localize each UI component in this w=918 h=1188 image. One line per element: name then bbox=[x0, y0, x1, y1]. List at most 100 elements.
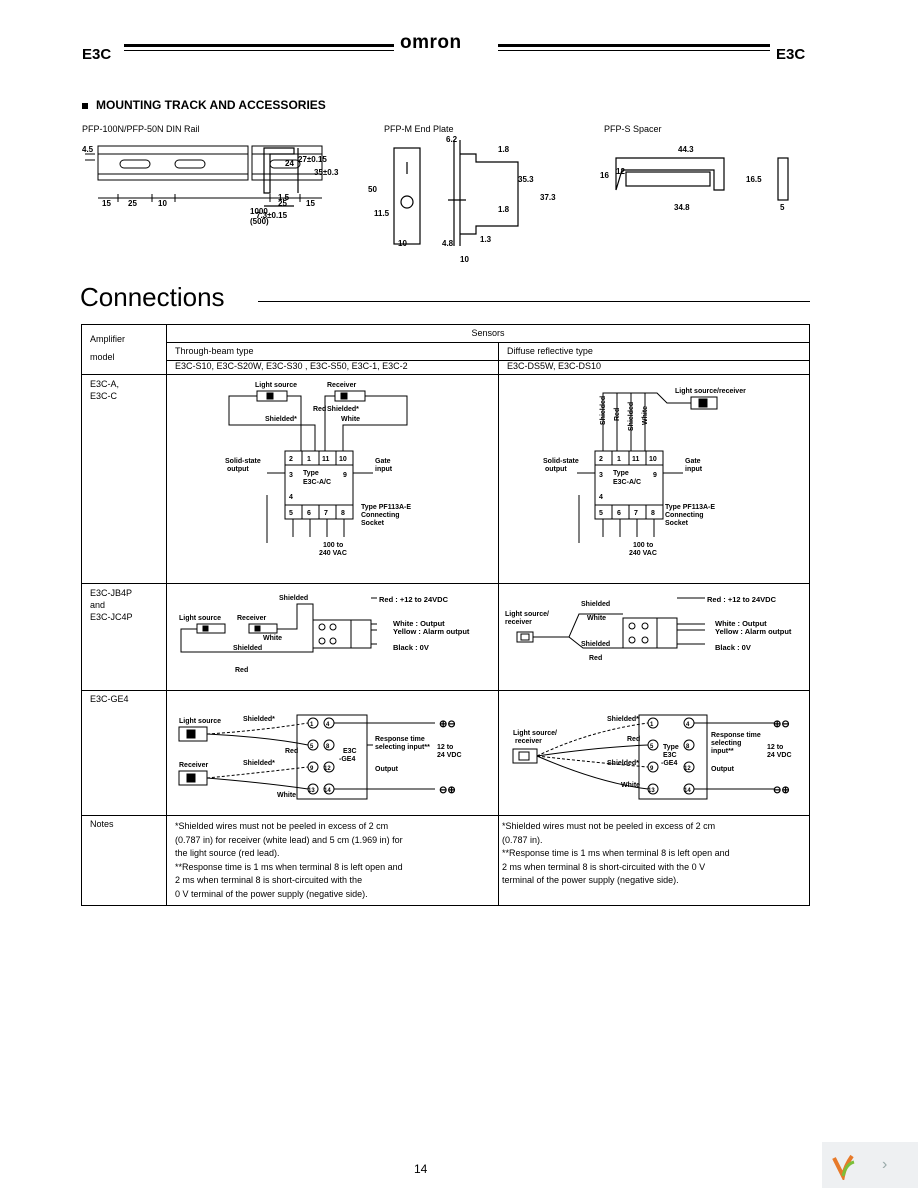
spacer-dim-5: 5 bbox=[780, 203, 785, 212]
ge-shielded-bottom: Shielded* bbox=[243, 760, 275, 767]
ged-resp-line2: selecting bbox=[711, 740, 741, 747]
jbd-white-label: White bbox=[587, 615, 606, 622]
model-ac-line1: E3C-A, bbox=[90, 379, 120, 389]
header-right-code: E3C bbox=[776, 46, 806, 63]
profile-dim-1-5: 1.5 bbox=[278, 193, 290, 202]
ac-term-2: 2 bbox=[289, 456, 293, 463]
ac-term-10: 10 bbox=[339, 456, 347, 463]
diagram-jb-through: Light source Receiver Shielded White Shi… bbox=[166, 583, 499, 691]
spacer-drawing: 44.3 16 12 34.8 16.5 5 bbox=[600, 145, 789, 212]
ged-model-line1: Type bbox=[663, 744, 679, 751]
rail-dim-7: 1000 bbox=[250, 207, 268, 216]
ged-term-9: 9 bbox=[650, 766, 654, 772]
ge-volt-line1: 12 to bbox=[437, 744, 453, 751]
amplifier-header-line1: Amplifier bbox=[90, 334, 126, 344]
ged-plusminus-top: ⊕⊖ bbox=[773, 719, 790, 730]
omron-logo: omron bbox=[400, 32, 462, 53]
ge-term-12: 12 bbox=[324, 766, 331, 772]
ge-resp-line1: Response time bbox=[375, 736, 425, 743]
jb-red-label: Red bbox=[235, 667, 248, 674]
ac-input-label: input bbox=[375, 466, 393, 473]
ge-term-8: 8 bbox=[326, 744, 330, 750]
profile-dim-35: 35±0.3 bbox=[314, 168, 339, 177]
profile-dim-24: 24 bbox=[285, 159, 294, 168]
mounting-section-title: MOUNTING TRACK AND ACCESSORIES bbox=[82, 98, 326, 112]
endplate-dim-10b: 10 bbox=[460, 255, 469, 264]
notes-label: Notes bbox=[90, 819, 114, 829]
ac-socket-line2: Connecting bbox=[361, 512, 400, 519]
through-beam-models: E3C-S10, E3C-S20W, E3C-S30 , E3C-S50, E3… bbox=[166, 360, 499, 375]
profile-dim-7-3: 7.3±0.15 bbox=[256, 211, 288, 220]
header-rule-left-thin bbox=[124, 50, 394, 51]
ac-red-label: Red bbox=[313, 406, 326, 413]
jbd-red-label: Red bbox=[589, 655, 602, 662]
rail-dim-2: 15 bbox=[102, 199, 111, 208]
jb-lightsource-label: Light source bbox=[179, 615, 221, 622]
page-number: 14 bbox=[414, 1162, 428, 1176]
endplate-dim-1-3: 1.3 bbox=[480, 235, 492, 244]
endplate-dim-1-8b: 1.8 bbox=[498, 205, 510, 214]
jbd-out-white: White : Output bbox=[715, 619, 767, 628]
note-diffuse-line3: **Response time is 1 ms when terminal 8 … bbox=[502, 848, 730, 858]
acd-term-9: 9 bbox=[653, 472, 657, 479]
ac-term-8: 8 bbox=[341, 510, 345, 517]
ged-output-label: Output bbox=[711, 766, 735, 773]
endplate-dim-37-3: 37.3 bbox=[540, 193, 556, 202]
model-cell-jb: E3C-JB4P and E3C-JC4P bbox=[81, 583, 167, 691]
ged-resp-line3: input** bbox=[711, 748, 734, 755]
ac-term-5: 5 bbox=[289, 510, 293, 517]
model-ac-line2: E3C-C bbox=[90, 391, 118, 401]
ac-output-label: output bbox=[227, 466, 249, 473]
acd-solidstate-label: Solid-state bbox=[543, 458, 579, 465]
ge-red-label: Red bbox=[285, 748, 298, 755]
note-through-line4: **Response time is 1 ms when terminal 8 … bbox=[175, 861, 403, 872]
note-through-line1: *Shielded wires must not be peeled in ex… bbox=[175, 821, 389, 831]
ge-term-1: 1 bbox=[310, 722, 314, 728]
rail-dim-3: 25 bbox=[128, 199, 137, 208]
ge-term-14: 14 bbox=[324, 788, 331, 794]
spacer-dim-16-5: 16.5 bbox=[746, 175, 762, 184]
ged-white-label: White bbox=[621, 782, 640, 789]
notes-diffuse-cell: *Shielded wires must not be peeled in ex… bbox=[498, 815, 810, 906]
next-page-chevron-icon[interactable]: › bbox=[882, 1156, 888, 1173]
bullet-square-icon bbox=[82, 102, 88, 109]
jbd-lsr-line1: Light source/ bbox=[505, 611, 549, 618]
acd-term-4: 4 bbox=[599, 494, 603, 501]
jb-out-yellow: Yellow : Alarm output bbox=[393, 627, 470, 636]
jbd-out-yellow: Yellow : Alarm output bbox=[715, 627, 792, 636]
jbd-lsr-line2: receiver bbox=[505, 619, 532, 626]
endplate-dim-11-5: 11.5 bbox=[374, 209, 390, 218]
note-diffuse-line4: 2 ms when terminal 8 is short-circuited … bbox=[502, 861, 706, 872]
jb-shielded-bottom: Shielded bbox=[233, 645, 262, 652]
acd-type-label: Type bbox=[613, 470, 629, 477]
diagram-ac-through: Light source Receiver Red Shielded* Shie… bbox=[166, 374, 499, 584]
spacer-dim-12: 12 bbox=[616, 167, 625, 176]
acd-power-line1: 100 to bbox=[633, 542, 653, 549]
jb-shielded-top: Shielded bbox=[279, 595, 308, 602]
acd-term-7: 7 bbox=[634, 510, 638, 517]
model-jb-line1: E3C-JB4P bbox=[90, 588, 133, 598]
acd-type-model: E3C-A/C bbox=[613, 479, 641, 486]
diffuse-header: Diffuse reflective type bbox=[498, 342, 810, 361]
acd-term-10: 10 bbox=[649, 456, 657, 463]
header-rule-left-thick bbox=[124, 44, 394, 47]
ge-shielded-top: Shielded* bbox=[243, 716, 275, 723]
ac-type-model: E3C-A/C bbox=[303, 479, 331, 486]
ac-lightsource-label: Light source bbox=[255, 382, 297, 389]
ac-solidstate-label: Solid-state bbox=[225, 458, 261, 465]
ge-model-line2: -GE4 bbox=[339, 756, 355, 763]
ged-term-5: 5 bbox=[650, 744, 654, 750]
amplifier-header-cell: Amplifier model bbox=[81, 324, 167, 375]
acd-shielded-a: Shielded bbox=[600, 396, 607, 425]
amplifier-header-line2: model bbox=[90, 352, 115, 362]
sensors-header: Sensors bbox=[166, 324, 810, 343]
note-through-line6: 0 V terminal of the power supply (negati… bbox=[175, 888, 368, 899]
ged-model-line2: E3C bbox=[663, 752, 677, 759]
endplate-caption: PFP-M End Plate bbox=[384, 124, 454, 134]
acd-socket-line1: Type PF113A-E bbox=[665, 504, 715, 511]
profile-dim-27: 27±0.15 bbox=[298, 155, 327, 164]
spacer-caption: PFP-S Spacer bbox=[604, 124, 662, 134]
model-jb-line2: and bbox=[90, 600, 106, 610]
through-beam-header: Through-beam type bbox=[166, 342, 499, 361]
ac-term-7: 7 bbox=[324, 510, 328, 517]
